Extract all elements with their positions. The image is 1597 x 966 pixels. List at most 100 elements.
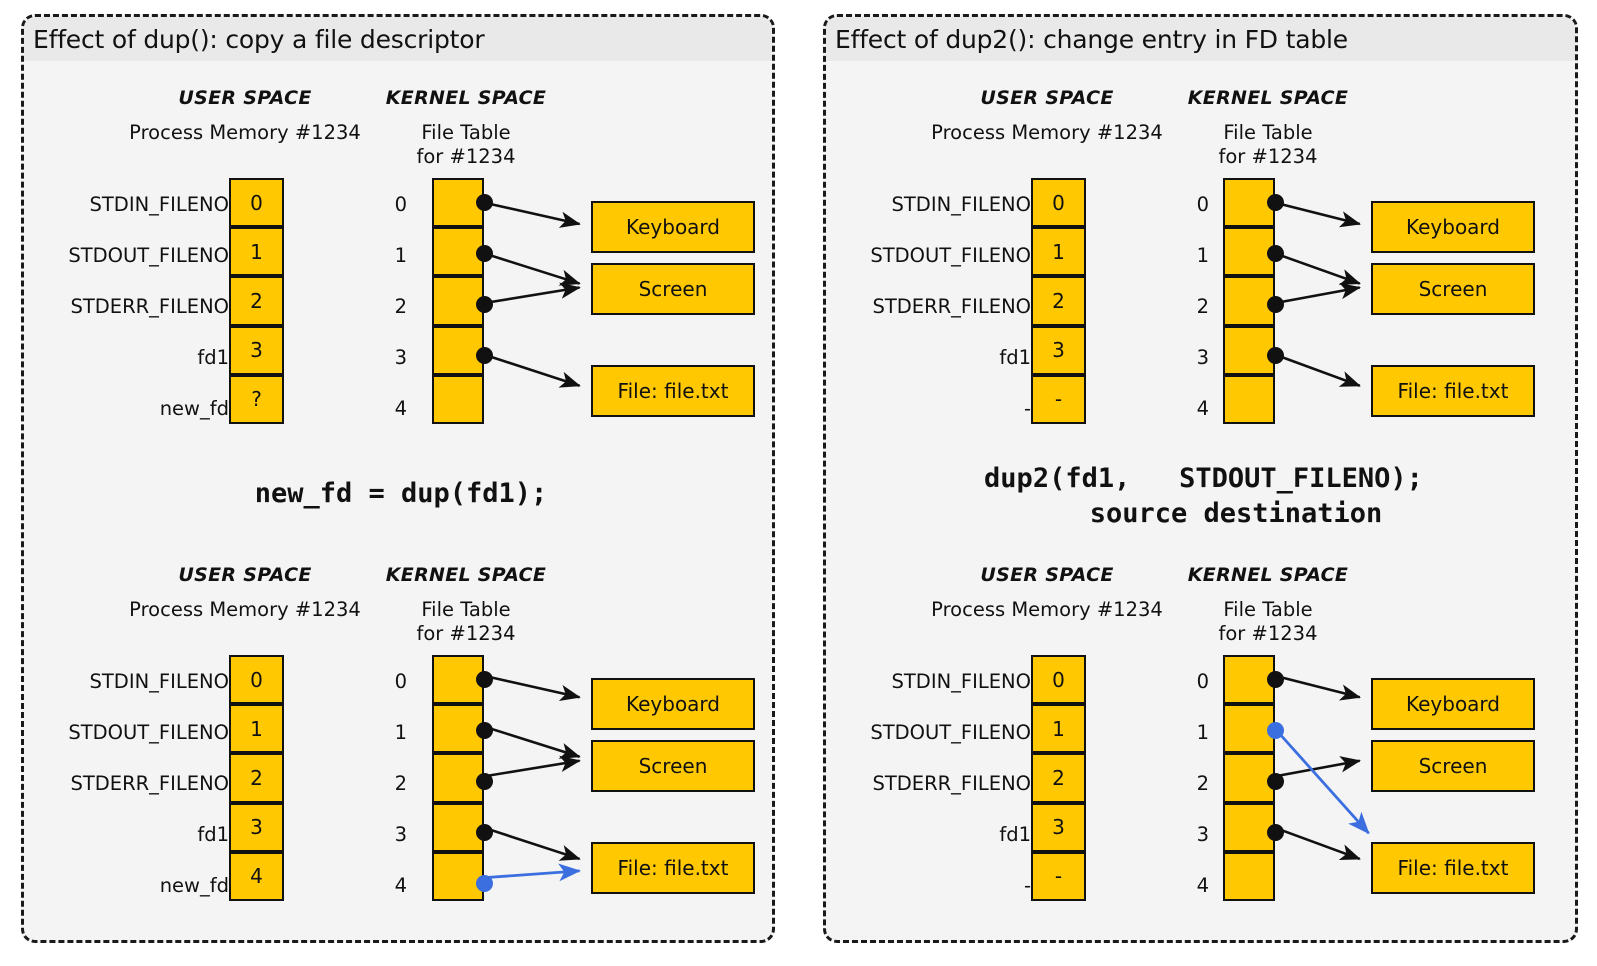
slot-link-dot	[1267, 296, 1284, 313]
slot-index: 2	[1196, 772, 1209, 795]
fd-label: STDIN_FILENO	[891, 193, 1031, 216]
file-table-title-line2: for #1234	[1218, 622, 1318, 645]
fd-label: fd1	[999, 346, 1031, 369]
panel-dup2-stage: USER SPACE KERNEL SPACE Process Memory #…	[826, 17, 1575, 940]
fd-label: STDERR_FILENO	[70, 772, 229, 795]
fd-value-cell: 4	[229, 851, 284, 901]
device-box: Keyboard	[591, 201, 755, 253]
slot-link-dot	[1267, 773, 1284, 790]
device-box: Screen	[1371, 263, 1535, 315]
fd-value-cell: 1	[1031, 704, 1086, 754]
kernel-space-header: KERNEL SPACE	[1187, 564, 1349, 586]
kernel-space-header: KERNEL SPACE	[385, 87, 547, 109]
slot-index: 3	[1196, 823, 1209, 846]
file-table	[1223, 655, 1275, 901]
slot-link-dot-highlight	[1267, 722, 1284, 739]
slot-link-dot	[1267, 194, 1284, 211]
slot-index: 0	[1196, 670, 1209, 693]
fd-value-cell: 3	[1031, 802, 1086, 852]
fd-label: STDOUT_FILENO	[68, 244, 229, 267]
fd-value-cell: 1	[1031, 227, 1086, 277]
process-memory-title: Process Memory #1234	[931, 598, 1163, 621]
slot-link-dot	[476, 296, 493, 313]
slot-index: 3	[1196, 346, 1209, 369]
fd-value-cell: 0	[229, 178, 284, 228]
fd-label: new_fd	[159, 397, 229, 420]
panel-dup-stage: USER SPACE KERNEL SPACE Process Memory #…	[24, 17, 772, 940]
fd-label: fd1	[197, 823, 229, 846]
fd-value-cell: 3	[229, 802, 284, 852]
device-box: File: file.txt	[1371, 365, 1535, 417]
file-table-title-line2: for #1234	[1218, 145, 1318, 168]
fd-label: STDERR_FILENO	[70, 295, 229, 318]
fd-value-cell: ?	[229, 374, 284, 424]
fd-value-cell: 2	[1031, 753, 1086, 803]
file-table-title-line2: for #1234	[416, 622, 516, 645]
file-table-slot	[432, 753, 484, 803]
file-table	[432, 655, 484, 901]
device-box: File: file.txt	[591, 842, 755, 894]
file-table-slot	[1223, 802, 1275, 852]
process-memory-table: 0 1 2 3 4	[229, 655, 284, 901]
file-table-slot	[432, 374, 484, 424]
slot-index: 2	[1196, 295, 1209, 318]
file-table-title-line1: File Table	[1223, 598, 1313, 621]
slot-link-dot	[1267, 824, 1284, 841]
slot-link-dot	[476, 671, 493, 688]
file-table-slot	[432, 655, 484, 705]
slot-link-dot-highlight	[476, 875, 493, 892]
file-table-slot	[1223, 178, 1275, 228]
code-annotation: source destination	[1024, 498, 1383, 529]
file-table-title-line1: File Table	[1223, 121, 1313, 144]
fd-label: fd1	[999, 823, 1031, 846]
slot-index: 3	[394, 346, 407, 369]
slot-index: 2	[394, 772, 407, 795]
slot-index: 1	[394, 721, 407, 744]
slot-index: 2	[394, 295, 407, 318]
device-box: Keyboard	[1371, 678, 1535, 730]
slot-index: 0	[1196, 193, 1209, 216]
device-box: Screen	[591, 263, 755, 315]
slot-link-dot	[1267, 245, 1284, 262]
slot-link-dot	[476, 722, 493, 739]
fd-label: fd1	[197, 346, 229, 369]
user-space-header: USER SPACE	[178, 564, 312, 586]
file-table-title-line1: File Table	[421, 598, 511, 621]
slot-index: 1	[1196, 721, 1209, 744]
fd-value-cell: 0	[1031, 178, 1086, 228]
device-box: File: file.txt	[591, 365, 755, 417]
file-table-title-line1: File Table	[421, 121, 511, 144]
slot-link-dot	[1267, 347, 1284, 364]
fd-label: STDIN_FILENO	[89, 193, 229, 216]
slot-link-dot	[1267, 671, 1284, 688]
device-box: Keyboard	[1371, 201, 1535, 253]
kernel-space-header: KERNEL SPACE	[1187, 87, 1349, 109]
fd-value-cell: 0	[229, 655, 284, 705]
fd-value-cell: -	[1031, 374, 1086, 424]
slot-index: 3	[394, 823, 407, 846]
slot-index: 4	[394, 874, 407, 897]
file-table-slot	[1223, 374, 1275, 424]
fd-value-cell: 1	[229, 227, 284, 277]
process-memory-title: Process Memory #1234	[129, 121, 361, 144]
process-memory-table: 0 1 2 3 -	[1031, 655, 1086, 901]
slot-index: 1	[1196, 244, 1209, 267]
file-table-slot	[1223, 325, 1275, 375]
fd-label: -	[1023, 397, 1031, 420]
fd-value-cell: 0	[1031, 655, 1086, 705]
panel-dup2: Effect of dup2(): change entry in FD tab…	[823, 14, 1578, 943]
slot-link-dot	[476, 773, 493, 790]
panel-dup2-title: Effect of dup2(): change entry in FD tab…	[826, 17, 1575, 61]
file-table-slot	[432, 802, 484, 852]
file-table-slot	[432, 276, 484, 326]
fd-label: STDERR_FILENO	[872, 772, 1031, 795]
fd-label: STDIN_FILENO	[89, 670, 229, 693]
file-table-slot	[432, 851, 484, 901]
fd-label: new_fd	[159, 874, 229, 897]
panel-dup: Effect of dup(): copy a file descriptor …	[21, 14, 775, 943]
slot-link-dot	[476, 194, 493, 211]
device-box: Screen	[1371, 740, 1535, 792]
user-space-header: USER SPACE	[178, 87, 312, 109]
fd-label: STDOUT_FILENO	[68, 721, 229, 744]
user-space-header: USER SPACE	[980, 564, 1114, 586]
